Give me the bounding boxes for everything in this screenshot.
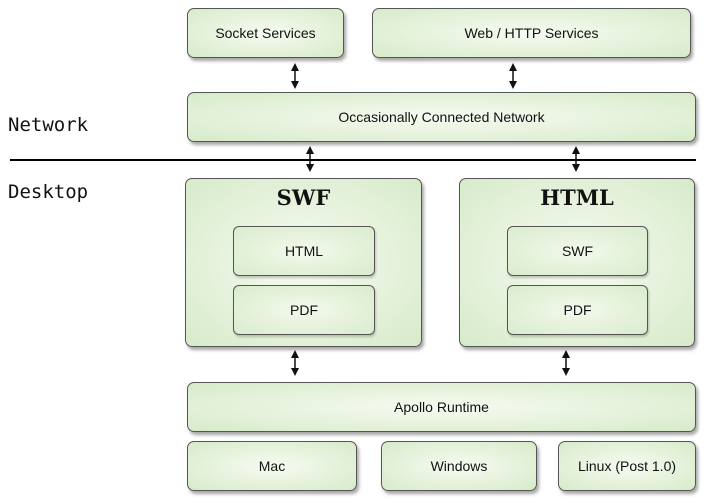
swf-pdf-label: PDF <box>290 302 318 318</box>
socket-network-arrow <box>291 63 299 89</box>
swf-pdf-box: PDF <box>233 285 375 335</box>
network-label: Network <box>8 114 89 136</box>
platform-windows-label: Windows <box>430 458 488 474</box>
occasionally-connected-network-label: Occasionally Connected Network <box>338 109 545 125</box>
swf-container-title: SWF <box>276 185 331 210</box>
network-html-arrow <box>572 146 580 172</box>
platform-linux-label: Linux (Post 1.0) <box>577 458 677 474</box>
html-swf-box: SWF <box>507 226 648 276</box>
web-network-arrow <box>509 63 517 89</box>
html-pdf-box: PDF <box>507 285 648 335</box>
network-swf-arrow <box>306 146 314 172</box>
html-container: HTML SWF PDF <box>459 178 695 347</box>
occasionally-connected-network-box: Occasionally Connected Network <box>187 92 696 142</box>
platform-linux-box: Linux (Post 1.0) <box>558 441 696 491</box>
web-http-services-box: Web / HTTP Services <box>372 8 691 58</box>
socket-services-label: Socket Services <box>215 25 316 41</box>
html-swf-label: SWF <box>561 243 594 259</box>
platform-mac-label: Mac <box>258 458 286 474</box>
platform-mac-box: Mac <box>187 441 357 491</box>
html-container-title: HTML <box>540 185 614 210</box>
apollo-runtime-box: Apollo Runtime <box>187 382 696 432</box>
platform-windows-box: Windows <box>381 441 537 491</box>
swf-container: SWF HTML PDF <box>185 178 422 347</box>
swf-html-label: HTML <box>284 243 324 259</box>
swf-html-box: HTML <box>233 226 375 276</box>
html-runtime-arrow <box>562 350 570 376</box>
web-http-services-label: Web / HTTP Services <box>464 25 599 41</box>
swf-runtime-arrow <box>291 350 299 376</box>
apollo-runtime-label: Apollo Runtime <box>394 399 489 415</box>
network-desktop-divider <box>10 159 696 161</box>
desktop-label: Desktop <box>8 181 89 203</box>
html-pdf-label: PDF <box>563 302 592 318</box>
socket-services-box: Socket Services <box>187 8 344 58</box>
